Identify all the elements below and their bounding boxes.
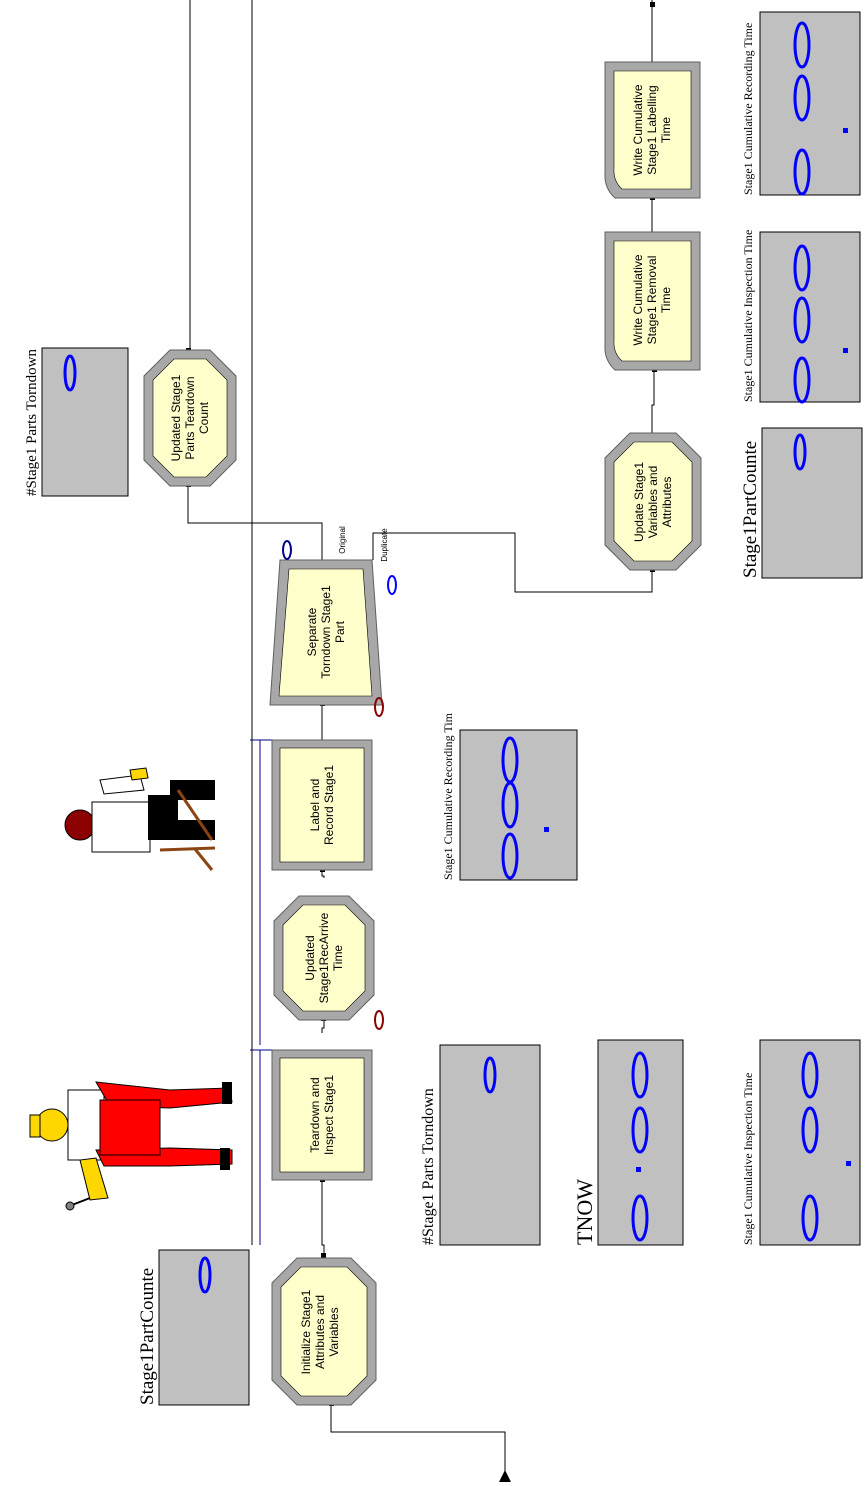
recording-time-mid-label: Stage1 Cumulative Recording Tim: [441, 712, 455, 880]
tnow-display: TNOW: [572, 1040, 683, 1245]
recording-time-mid-display: Stage1 Cumulative Recording Tim: [441, 712, 577, 880]
separate-original-label: Original: [338, 526, 347, 554]
update-vars-module[interactable]: Update Stage1Variables andAttributes: [605, 433, 701, 570]
worker-teardown-icon: [30, 1082, 232, 1210]
tnow-label: TNOW: [572, 1179, 597, 1245]
separate-top-counter: [283, 541, 291, 559]
separate-right-counter: [388, 576, 396, 594]
connector-original: [188, 485, 322, 560]
partcount-right-display: Stage1PartCounte: [740, 428, 862, 578]
inspection-time-right-label: Stage1 Cumulative Inspection Time: [741, 230, 755, 402]
parts-torndown-mid-display: #Stage1 Parts Torndown: [420, 1045, 540, 1245]
parts-torndown-top-display: #Stage1 Parts Torndown: [24, 348, 128, 496]
connector-lines: [188, 0, 654, 1476]
parts-torndown-mid-label: #Stage1 Parts Torndown: [420, 1088, 437, 1245]
recording-time-right-label: Stage1 Cumulative Recording Time: [741, 23, 755, 195]
worker-record-icon: [65, 768, 215, 870]
updated-count-module[interactable]: Updated Stage1Parts TeardownCount: [144, 350, 236, 486]
connector-entry: [331, 1405, 505, 1476]
write-removal-module[interactable]: Write CumulativeStage1 RemovalTime: [605, 232, 700, 370]
inspection-time-bottom-label: Stage1 Cumulative Inspection Time: [741, 1073, 755, 1245]
write-labelling-module[interactable]: Write CumulativeStage1 LabellingTime: [605, 62, 700, 198]
label-record-module[interactable]: Label andRecord Stage1: [272, 740, 372, 870]
connector-teardown-recarrive: [322, 1020, 324, 1033]
teardown-label: Teardown andInspect Stage1: [308, 1075, 336, 1155]
inspection-time-bottom-display: Stage1 Cumulative Inspection Time: [741, 1040, 860, 1245]
create-arrow-icon[interactable]: [499, 1470, 511, 1482]
resource-bracket-label: [250, 740, 272, 1045]
partcount-left-label: Stage1PartCounte: [137, 1268, 158, 1405]
resource-bracket-teardown: [250, 1050, 272, 1245]
inspection-time-right-display: Stage1 Cumulative Inspection Time: [741, 230, 860, 402]
updated-recarrive-module[interactable]: UpdatedStage1RecArriveTime: [274, 896, 374, 1020]
partcount-right-label: Stage1PartCounte: [740, 441, 761, 578]
separate-module[interactable]: SeparateTorndown Stage1Part: [270, 560, 382, 705]
separate-duplicate-label: Duplicate: [380, 528, 389, 562]
teardown-module[interactable]: Teardown andInspect Stage1: [272, 1050, 372, 1180]
partcount-left-display: Stage1PartCounte: [137, 1250, 249, 1405]
recording-time-right-display: Stage1 Cumulative Recording Time: [741, 12, 860, 195]
connector-vars-removal: [652, 370, 654, 433]
connector-init-teardown: [322, 1180, 324, 1258]
parts-torndown-top-label: #Stage1 Parts Torndown: [24, 349, 40, 496]
updated-recarrive-counter: [375, 1011, 383, 1029]
initialize-module[interactable]: Initialize Stage1Attributes andVariables: [272, 1258, 376, 1405]
